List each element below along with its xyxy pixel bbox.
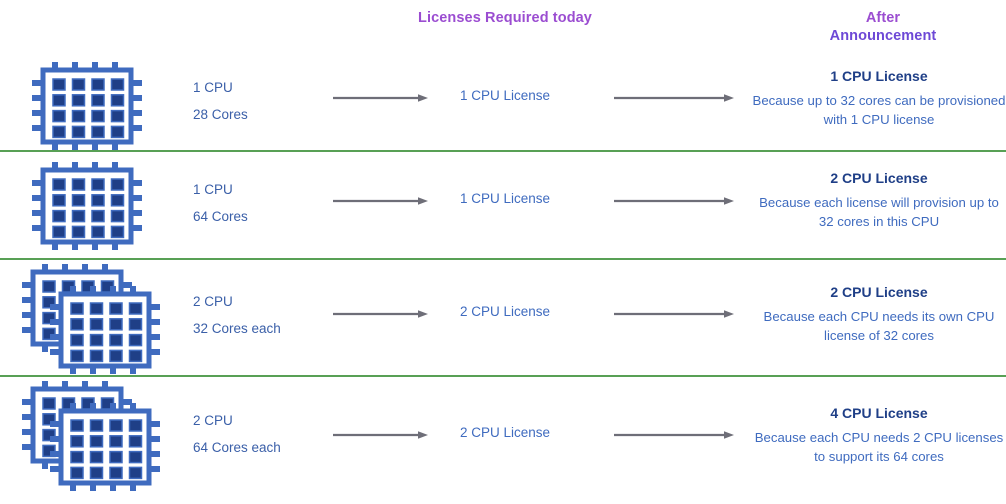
after-announcement-description: Because each license will provision up t… (759, 195, 999, 229)
after-announcement-title: 1 CPU License (830, 68, 928, 84)
cpu-spec-line2: 28 Cores (193, 107, 248, 122)
after-announcement-title: 4 CPU License (830, 405, 928, 421)
license-required-today: 1 CPU License (459, 88, 551, 103)
table-row: 1 CPU 28 Cores 1 CPU License 1 CPU Licens… (0, 52, 1006, 152)
table-row: 1 CPU 64 Cores 1 CPU License 2 CPU Licens… (0, 152, 1006, 260)
column-headers: Licenses Required today After Announceme… (0, 0, 1006, 52)
cpu-spec: 1 CPU 28 Cores (193, 74, 343, 128)
cpu-spec-line1: 2 CPU (193, 294, 233, 309)
license-required-today: 2 CPU License (459, 304, 551, 319)
header-licenses-line2: Required today (485, 10, 592, 26)
arrow-to-after-announcement (614, 195, 734, 207)
header-after-line1: After (865, 10, 901, 26)
cpu-chip-single-icon (22, 58, 172, 156)
after-announcement-description: Because each CPU needs its own CPU licen… (763, 309, 995, 343)
cpu-icon-cell (22, 381, 182, 493)
header-after-line2: Announcement (829, 28, 937, 44)
after-announcement-title: 2 CPU License (830, 170, 928, 186)
arrow-to-license-today (333, 429, 428, 441)
arrow-to-license-today (333, 195, 428, 207)
table-row: 2 CPU 32 Cores each 2 CPU License 2 CPU L… (0, 260, 1006, 377)
cpu-chip-front-icon (50, 403, 162, 491)
header-licenses-required-today: Licenses Required today (392, 9, 618, 27)
after-announcement-description: Because up to 32 cores can be provisione… (752, 93, 1006, 127)
cpu-spec: 1 CPU 64 Cores (193, 176, 343, 230)
cpu-spec: 2 CPU 64 Cores each (193, 407, 343, 461)
arrow-to-after-announcement (614, 92, 734, 104)
cpu-chip-front-icon (50, 286, 162, 374)
row-divider (0, 258, 1006, 260)
after-announcement-title: 2 CPU License (830, 284, 928, 300)
arrow-to-after-announcement (614, 308, 734, 320)
row-divider (0, 150, 1006, 152)
cpu-spec-line2: 64 Cores (193, 209, 248, 224)
cpu-spec-line2: 64 Cores each (193, 440, 281, 455)
cpu-icon-cell (22, 58, 182, 156)
after-announcement-description: Because each CPU needs 2 CPU licenses to… (754, 430, 1004, 464)
arrow-to-license-today (333, 308, 428, 320)
cpu-spec-line1: 1 CPU (193, 80, 233, 95)
cpu-spec-line2: 32 Cores each (193, 321, 281, 336)
cpu-spec-line1: 2 CPU (193, 413, 233, 428)
cpu-chip-stacked-icon (22, 381, 172, 493)
license-required-today: 1 CPU License (459, 191, 551, 206)
cpu-icon-cell (22, 264, 182, 376)
cpu-icon-cell (22, 158, 182, 256)
table-row: 2 CPU 64 Cores each 2 CPU License 4 CPU L… (0, 377, 1006, 504)
cpu-chip-icon (32, 162, 144, 250)
cpu-chip-stacked-icon (22, 264, 172, 376)
cpu-spec: 2 CPU 32 Cores each (193, 288, 343, 342)
arrow-to-after-announcement (614, 429, 734, 441)
header-after-announcement: After Announcement (760, 9, 1006, 45)
cpu-spec-line1: 1 CPU (193, 182, 233, 197)
header-licenses-line1: Licenses (418, 10, 481, 26)
cpu-chip-single-icon (22, 158, 172, 256)
license-required-today: 2 CPU License (459, 425, 551, 440)
arrow-to-license-today (333, 92, 428, 104)
cpu-chip-icon (32, 62, 144, 150)
row-divider (0, 375, 1006, 377)
